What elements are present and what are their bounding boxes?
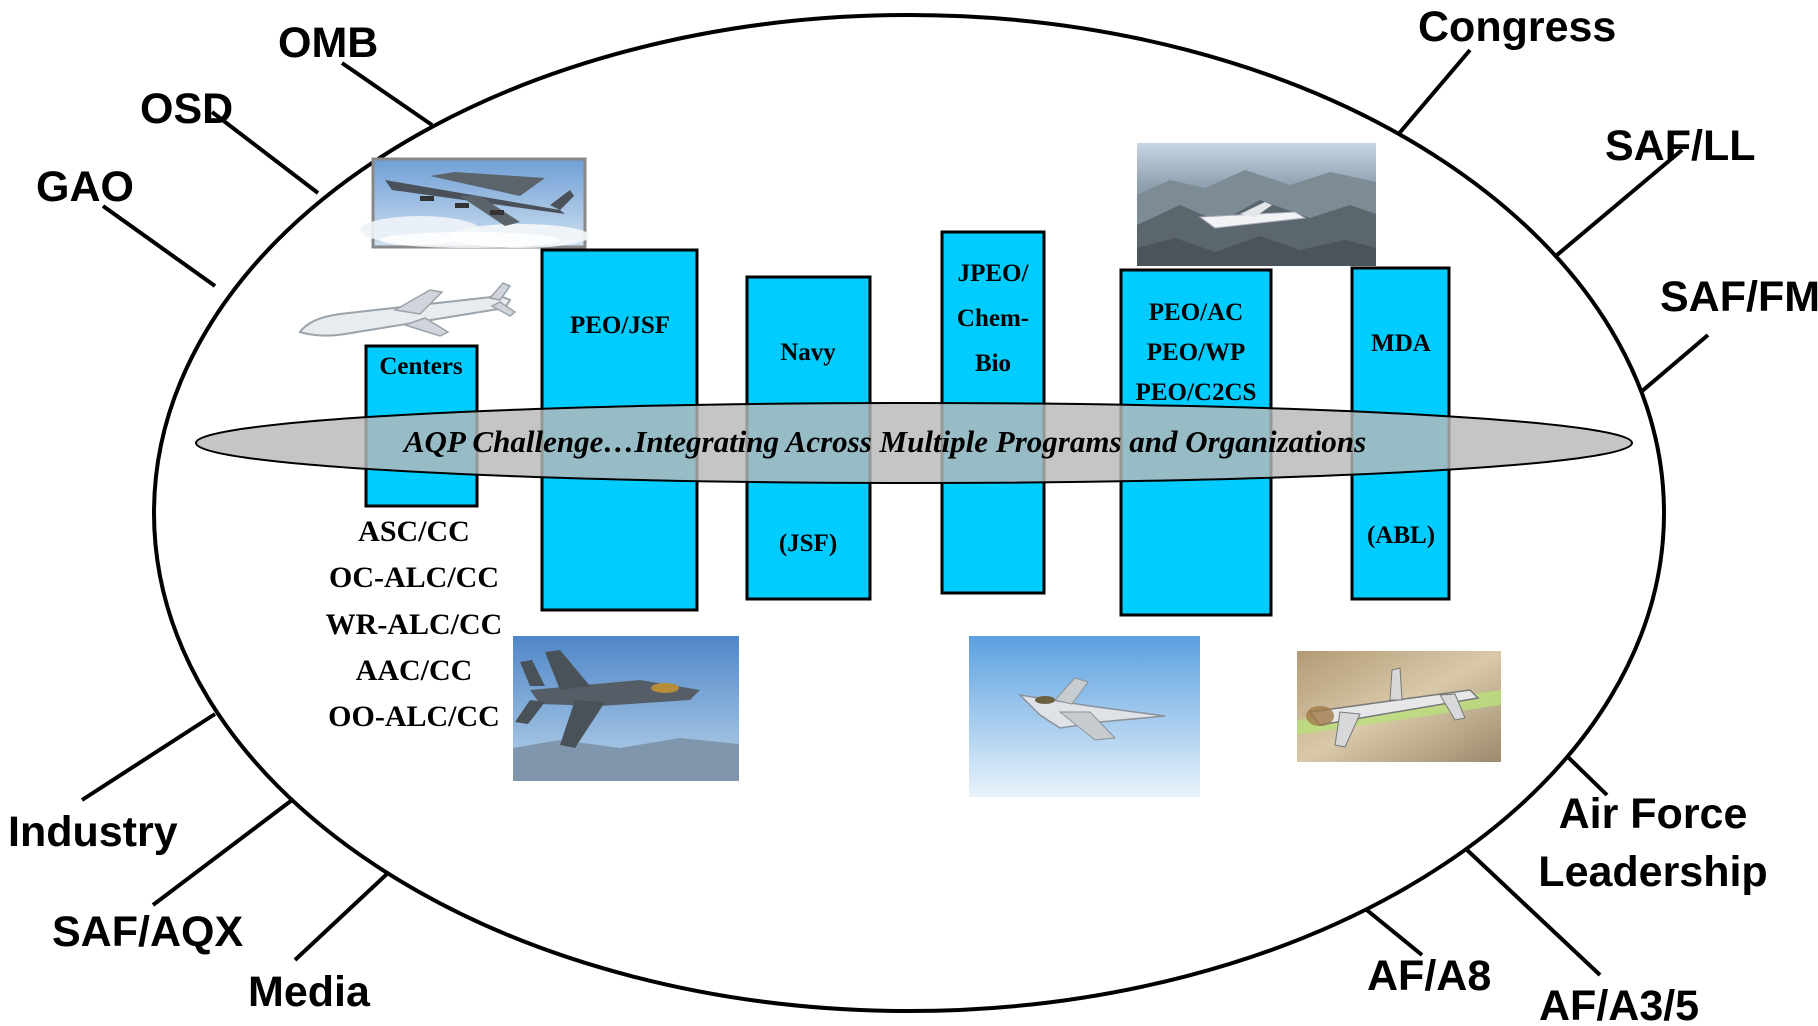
label-mda: MDA: [1371, 330, 1431, 357]
connector-omb: [340, 61, 434, 127]
label-navy: Navy: [780, 339, 836, 366]
connector-gao: [101, 204, 217, 288]
connector-industry: [80, 712, 217, 802]
f22-fighter-photo: [969, 636, 1200, 797]
b52-bomber-photo: [360, 157, 590, 249]
center-item: OO-ALC/CC: [328, 700, 500, 733]
label-navy-jsf: (JSF): [779, 530, 837, 557]
centers-list: ASC/CC OC-ALC/CC WR-ALC/CC AAC/CC OO-ALC…: [326, 515, 503, 733]
label-peo-wp: PEO/WP: [1147, 339, 1246, 366]
label-peo-ac: PEO/AC: [1149, 299, 1243, 326]
stakeholder-leadership: Leadership: [1538, 848, 1767, 896]
abl-airborne-laser-photo: [1297, 651, 1501, 762]
stakeholder-saf-fm: SAF/FM: [1660, 273, 1818, 321]
stakeholder-osd: OSD: [140, 85, 233, 133]
jassm-missile-photo: [1137, 143, 1376, 266]
connector-media: [293, 856, 406, 962]
stakeholder-af-a8: AF/A8: [1367, 952, 1491, 1000]
label-jpeo-line2: Chem-: [957, 305, 1029, 332]
stakeholder-media: Media: [248, 968, 371, 1016]
stakeholder-saf-ll: SAF/LL: [1605, 122, 1755, 170]
label-peo-c2cs: PEO/C2CS: [1136, 379, 1257, 406]
stakeholder-omb: OMB: [278, 19, 378, 67]
label-peo-jsf: PEO/JSF: [570, 312, 670, 339]
label-jpeo-line3: Bio: [975, 350, 1011, 377]
f35-fighter-photo: [513, 636, 739, 781]
center-item: WR-ALC/CC: [326, 608, 503, 641]
stakeholder-saf-aqx: SAF/AQX: [52, 908, 243, 956]
label-mda-abl: (ABL): [1367, 522, 1435, 549]
connector-saf-aqx: [151, 786, 310, 907]
label-centers: Centers: [379, 353, 463, 380]
integration-band: [195, 402, 1633, 484]
center-item: ASC/CC: [358, 515, 470, 548]
label-jpeo-line1: JPEO/: [958, 260, 1030, 287]
center-item: OC-ALC/CC: [329, 561, 499, 594]
connector-osd: [210, 110, 320, 195]
center-item: AAC/CC: [356, 654, 473, 687]
stakeholder-gao: GAO: [36, 163, 134, 211]
stakeholder-industry: Industry: [8, 808, 178, 856]
stakeholder-congress: Congress: [1418, 3, 1616, 51]
band-text: AQP Challenge…Integrating Across Multipl…: [402, 424, 1366, 459]
stakeholder-air-force: Air Force: [1559, 790, 1748, 838]
cruise-missile-photo: [298, 282, 517, 337]
external-stakeholders: OMB OSD GAO Congress SAF/LL SAF/FM Indus…: [8, 3, 1818, 1026]
stakeholder-af-a3-5: AF/A3/5: [1539, 982, 1699, 1026]
